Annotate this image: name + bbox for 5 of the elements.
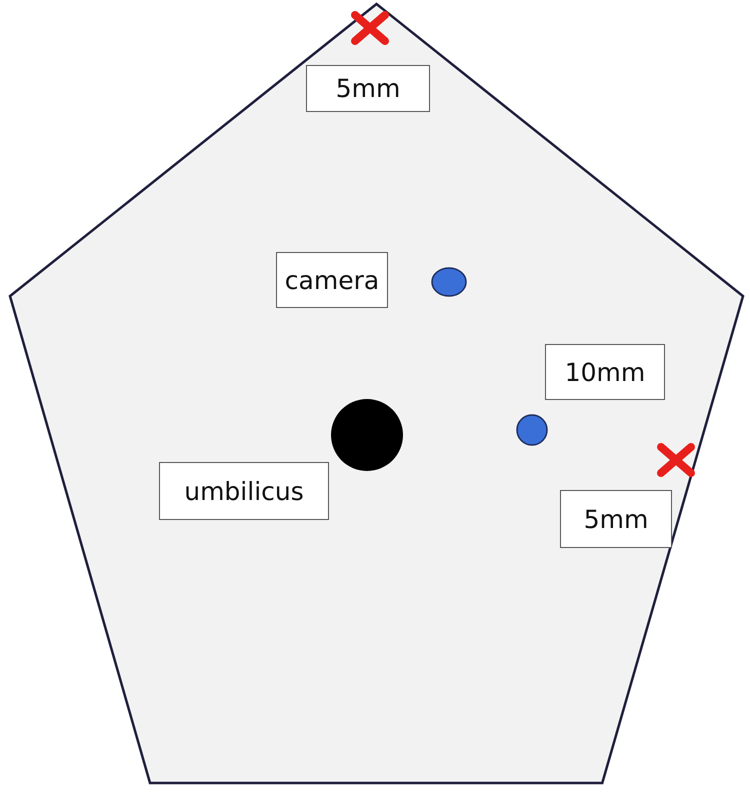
label-box: camera (276, 252, 388, 308)
label-box: umbilicus (159, 462, 329, 520)
label-box: 5mm (560, 490, 672, 548)
label-box: 10mm (545, 344, 665, 400)
label-box: 5mm (306, 65, 430, 112)
